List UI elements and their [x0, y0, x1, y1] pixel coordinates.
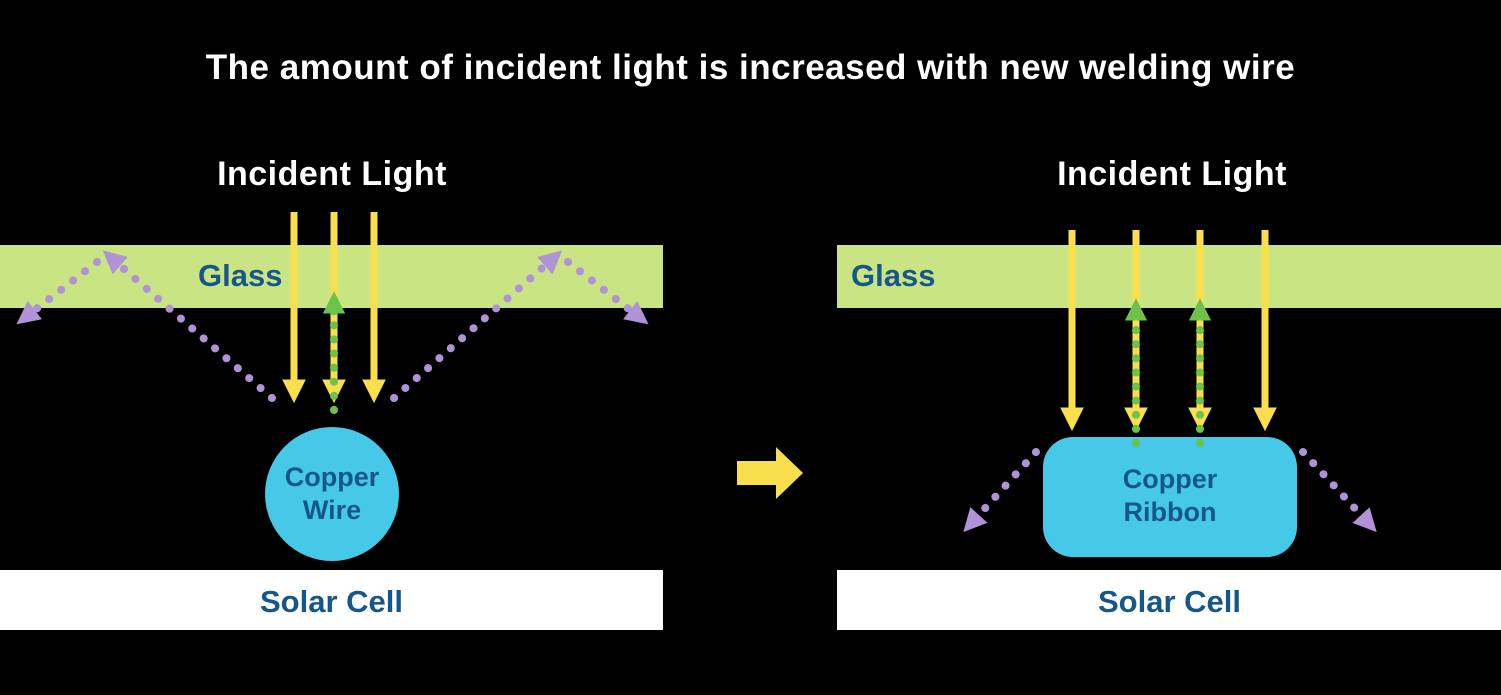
incident-light-label-left: Incident Light: [217, 155, 447, 193]
copper-wire-shape: [265, 427, 399, 561]
copper-ribbon-shape: [1043, 437, 1297, 557]
copper-ribbon-label-line2: Ribbon: [1123, 497, 1217, 527]
transition-arrow: [737, 447, 803, 499]
copper-ribbon-label: Copper Ribbon: [1060, 463, 1280, 529]
glass-pane-right: [837, 245, 1501, 308]
solar-cell-bar-left: [0, 570, 663, 630]
solar-cell-label-right: Solar Cell: [1098, 584, 1241, 619]
solar-cell-label-left: Solar Cell: [260, 584, 403, 619]
glass-label-right: Glass: [851, 258, 936, 293]
copper-wire-label-line1: Copper: [284, 462, 380, 492]
scattered-light-arrows-left: [16, 250, 649, 402]
solar-cell-bar-right: [837, 570, 1501, 630]
scattered-light-arrows-right: [963, 448, 1377, 533]
diagram-title: The amount of incident light is increase…: [205, 48, 1296, 87]
glass-label-left: Glass: [198, 258, 283, 293]
copper-wire-label: Copper Wire: [222, 461, 442, 527]
reflected-back-arrows-right: [1124, 298, 1212, 447]
copper-wire-label-line2: Wire: [302, 495, 362, 525]
copper-ribbon-label-line1: Copper: [1122, 464, 1218, 494]
incident-light-label-right: Incident Light: [1057, 155, 1287, 193]
